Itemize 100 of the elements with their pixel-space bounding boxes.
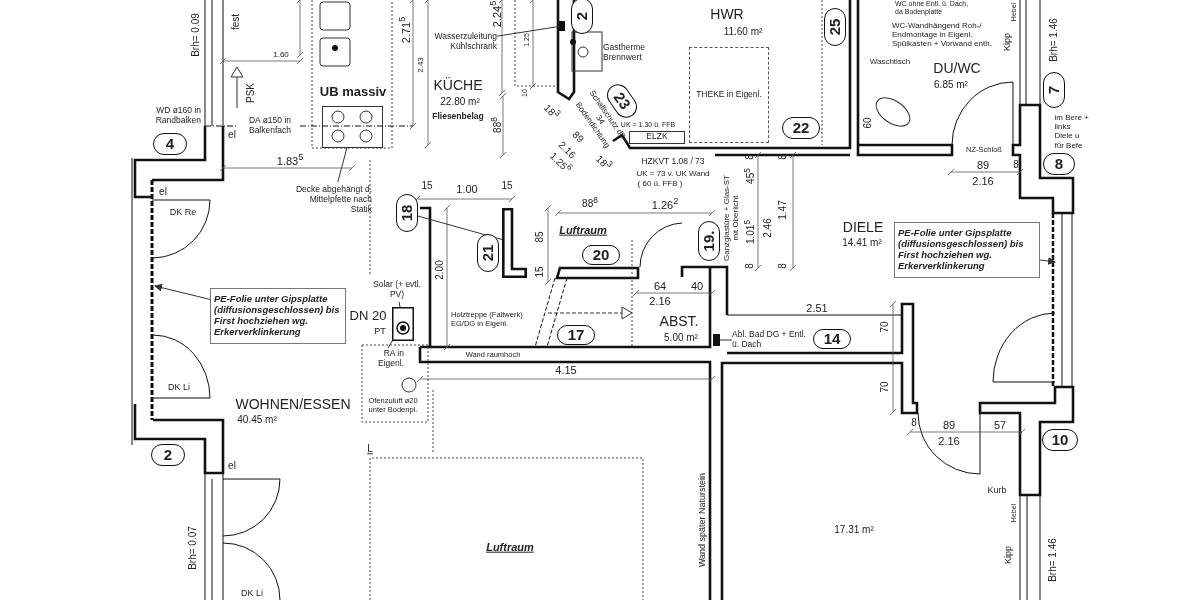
annotation-text: im Bere + links Diele u für Befe	[1054, 112, 1090, 150]
leader-line	[496, 25, 560, 37]
annotation-text: UK = 73 v. UK Wand	[636, 169, 710, 179]
dimension-text: Brh= 0.09	[190, 13, 202, 57]
callout-number: 20	[582, 245, 620, 265]
chimney-icon	[392, 307, 414, 341]
dimension-text: 8	[1013, 159, 1019, 171]
window-label: DK Li	[168, 381, 190, 393]
callout-number: 2	[571, 0, 593, 34]
dimension-text: 89	[942, 418, 956, 432]
cabinet-label: UB massiv	[319, 84, 387, 100]
annotation-text: WD ø160 in Randbalken	[154, 106, 201, 126]
dimension-text: 8	[911, 417, 917, 429]
annotation-text: Wand später Naturstein	[696, 472, 708, 568]
dimension-text: 1.26$^{2}$	[651, 196, 679, 212]
dimension-text: 2.46	[762, 218, 774, 238]
annotation-text: DA ø150 in Balkenfach	[247, 116, 293, 136]
annotation-text: DN 20	[349, 308, 387, 324]
annotation-text: ( 60 ü. FFB )	[637, 179, 683, 189]
leader-line	[398, 301, 401, 308]
room-area: 22.80 m²	[440, 96, 480, 108]
dimension-text: 64	[653, 279, 667, 293]
room-name: ABST.	[659, 312, 699, 330]
annotation-text: WC-Wandhängend Roh-/ Endmontage in Eigenl. Spülkasten + Vorwand enth.	[892, 21, 993, 49]
dimension-text: 1.47	[777, 200, 789, 220]
room-area: 5.00 m²	[664, 332, 698, 344]
note-box: PE-Folie unter Gipsplatte (diffusionsgeschlossen) bis First hochziehen wg. Erkerverklinkerung	[210, 288, 346, 344]
area-label: Luftraum	[559, 223, 607, 237]
room-area: 17.31 m²	[834, 524, 874, 536]
room-name: DIELE	[842, 218, 884, 236]
room-area: 11.60 m²	[723, 26, 763, 38]
hob-icon	[322, 106, 383, 148]
leader-line	[154, 283, 211, 300]
dimension-text: 2.16	[938, 434, 960, 448]
callout-number: 22	[782, 117, 820, 139]
callout-number: 19.	[698, 221, 720, 261]
dimension-text: 8	[777, 154, 789, 160]
annotation-text: el	[159, 186, 167, 198]
dimension-text: 2.00	[434, 260, 446, 280]
dimension-text: 89	[976, 158, 990, 172]
window-label: Kipp	[1002, 546, 1014, 564]
dimension-text: 2.51	[806, 301, 828, 315]
callout-number: 8	[1043, 153, 1075, 175]
window-label: fest	[230, 13, 242, 31]
annotation-text: Waschtisch	[869, 57, 911, 67]
pipe-symbol	[559, 21, 565, 31]
callout-number: 18	[396, 194, 418, 232]
leader-line	[337, 147, 348, 183]
callout-number: 4	[153, 133, 187, 155]
callout-number: 25	[824, 8, 846, 46]
dimension-text: 15	[534, 266, 546, 278]
dimension-text: 15	[421, 180, 433, 192]
room-name: WOHNEN/ESSEN	[235, 395, 351, 413]
callout-number: 2	[151, 444, 185, 466]
counter-outline: THEKE in Eigenl.	[689, 47, 769, 143]
section-mark: L	[367, 443, 373, 455]
dimension-text: 85	[534, 231, 546, 243]
dimension-text: 70	[879, 381, 891, 393]
annotation-text: Wasserzuleitung Kühlschrank	[423, 30, 497, 54]
window-label: Kipp	[1001, 33, 1013, 51]
dimension-text: 8	[744, 263, 756, 269]
room-name: HWR	[710, 5, 744, 23]
note-box: PE-Folie unter Gipsplatte (diffusionsgeschlossen) bis First hochziehen wg. Erkerverklinkerung	[894, 222, 1040, 278]
annotation-text: PT	[374, 325, 386, 337]
annotation-text: Gastherme Brennwert	[603, 43, 647, 63]
callout-number: 21	[477, 234, 499, 272]
dimension-text: 8	[777, 263, 789, 269]
annotation-text: RA in Eigenl.	[358, 348, 404, 370]
panel-box: ELZK	[629, 130, 685, 144]
room-name: DU/WC	[933, 59, 981, 77]
dimension-text: 57	[993, 418, 1007, 432]
annotation-text: Ganzglastüre + Glas-ST mit Oberlicht	[721, 174, 741, 263]
stair-rail	[502, 208, 527, 278]
dimension-text: 40	[690, 279, 704, 293]
annotation-text: Fliesenbelag	[432, 112, 484, 122]
leader-line	[1039, 257, 1056, 265]
dimension-text: 2.43	[416, 57, 426, 73]
dimension-text: Brh= 1.46	[1048, 18, 1060, 62]
callout-number: 10	[1042, 429, 1078, 451]
leader-line	[387, 340, 393, 349]
dimension-text: 1.60	[273, 50, 289, 60]
dimension-text: 1.83$^{5}$	[276, 152, 304, 168]
area-label: Luftraum	[486, 540, 534, 554]
callout-number: 7	[1043, 72, 1065, 108]
dimension-text: Brh= 0.07	[187, 526, 199, 570]
callout-number: 14	[813, 329, 851, 349]
annotation-text: el	[228, 460, 236, 472]
window-label: DK Re	[169, 206, 197, 218]
dimension-text: 15	[501, 180, 513, 192]
dimension-text: 8	[744, 154, 756, 160]
room-area: 40.45 m²	[237, 414, 277, 426]
annotation-text: Abl. Bad DG + Entl. ü. Dach	[732, 328, 806, 352]
dimension-text: 2.16	[972, 174, 994, 188]
dimension-text: 88$^{8}$	[582, 196, 598, 210]
dimension-text: 1.00	[456, 182, 478, 196]
window-label: PSK	[245, 83, 257, 103]
annotation-text: HZKVT 1.08 / 73	[641, 157, 705, 167]
dimension-text: Brh= 1.46	[1047, 538, 1059, 582]
room-area: 6.85 m²	[934, 79, 968, 91]
window-label: DK Li	[241, 587, 263, 599]
